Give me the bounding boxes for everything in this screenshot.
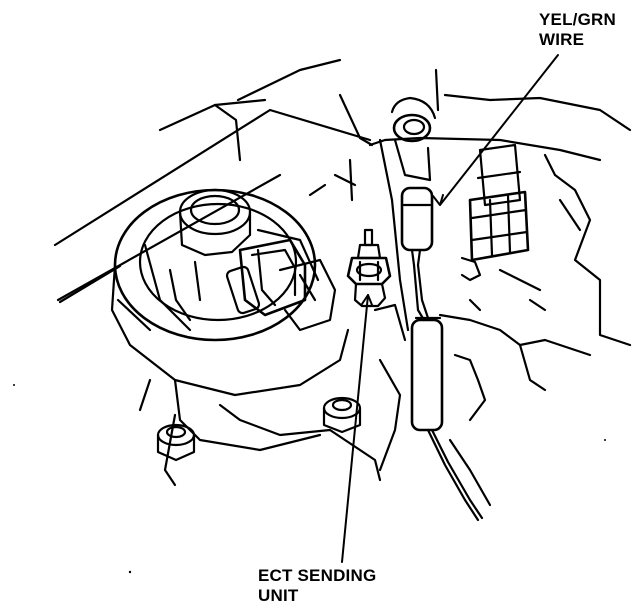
ect-sending-unit-label-line1: ECT SENDING [258, 566, 377, 585]
yel-grn-wire [400, 186, 484, 522]
yel-grn-wire-label: YEL/GRN WIRE [539, 10, 616, 50]
thermostat-housing [110, 188, 350, 452]
wire-leader-line [439, 54, 559, 206]
right-threaded-fitting [460, 143, 530, 282]
callout-leaders [341, 54, 559, 563]
hose-elbow-fitting [390, 96, 437, 182]
scan-specks [13, 384, 606, 574]
yel-grn-wire-label-line2: WIRE [539, 30, 585, 49]
sensor-leader-line [341, 294, 369, 563]
wire-leader-arrow [432, 194, 444, 206]
housing-bolts [156, 396, 362, 462]
yel-grn-wire-label-line1: YEL/GRN [539, 10, 616, 29]
ect-sending-unit-label: ECT SENDING UNIT [258, 566, 376, 606]
ect-sending-unit [346, 228, 392, 308]
housing-connector [225, 238, 337, 332]
engine-block-outline [53, 58, 632, 507]
sensor-leader-arrow [361, 294, 373, 306]
ect-sending-unit-label-line2: UNIT [258, 586, 299, 605]
